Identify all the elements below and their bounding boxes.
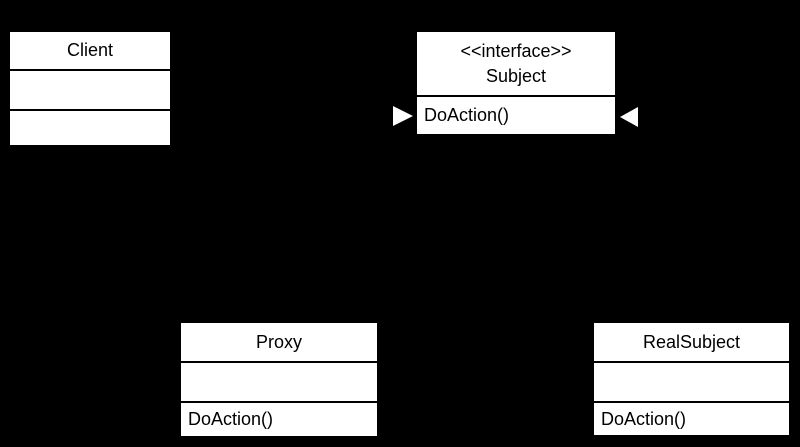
realsubject-attributes-compartment xyxy=(594,361,789,401)
client-attributes-compartment xyxy=(10,69,170,109)
subject-stereotype: <<interface>> xyxy=(460,40,572,61)
subject-title-compartment: <<interface>> Subject xyxy=(417,32,615,95)
proxy-method-doaction: DoAction() xyxy=(181,401,377,436)
subject-method-doaction: DoAction() xyxy=(417,95,615,134)
proxy-class-name: Proxy xyxy=(255,331,302,352)
class-box-client: Client xyxy=(8,30,172,147)
proxy-attributes-compartment xyxy=(181,361,377,401)
class-box-realsubject: RealSubject DoAction() xyxy=(592,321,791,437)
subject-class-name: Subject xyxy=(485,65,547,86)
realsubject-class-name: RealSubject xyxy=(642,331,741,352)
class-box-subject: <<interface>> Subject DoAction() xyxy=(415,30,617,136)
class-box-proxy: Proxy DoAction() xyxy=(179,321,379,438)
realsubject-method-doaction: DoAction() xyxy=(594,401,789,435)
realization-arrowhead-right-icon xyxy=(620,107,638,127)
client-methods-compartment xyxy=(10,109,170,145)
client-class-name: Client xyxy=(66,40,114,60)
realization-arrowhead-left-icon xyxy=(393,106,413,126)
